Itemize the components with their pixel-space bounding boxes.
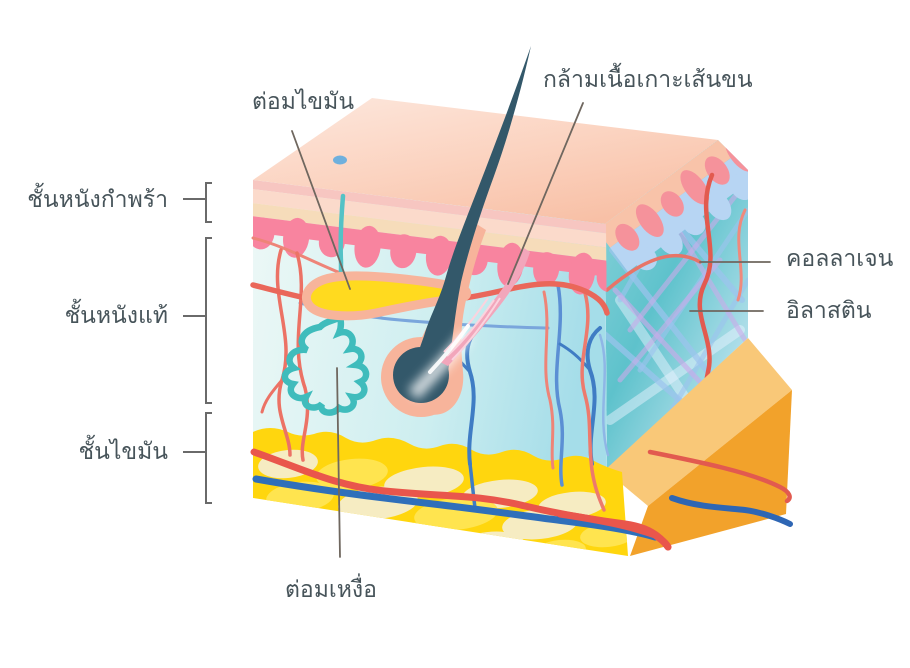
leader-sebaceous [291,130,351,290]
label-sweat-gland: ต่อมเหงื่อ [285,576,377,602]
label-fat-layer: ชั้นไขมัน [78,438,168,464]
label-sebaceous-gland: ต่อมไขมัน [251,88,355,114]
top-surface [253,98,718,224]
hair-shaft [415,46,531,374]
label-collagen: คอลลาเจน [786,245,894,271]
label-dermis: ชั้นหนังแท้ [64,302,168,328]
leader-lines [291,102,771,558]
leader-arrector [507,102,584,285]
sebaceous-gland-shape [301,271,472,321]
label-arrector-pili: กล้ามเนื้อเกาะเส้นขน [543,66,753,92]
epidermis-side-band [605,140,748,272]
dermis-side-face [605,140,748,470]
arrector-pili-muscle [408,248,530,400]
pore-dot [333,155,347,165]
sweat-gland-coil [281,304,370,416]
hair-bulb [393,347,449,403]
leader-sweat [336,367,341,558]
label-elastin: อิลาสติน [786,297,872,323]
layer-brackets [183,182,212,504]
label-epidermis: ชั้นหนังกำพร้า [27,186,168,212]
subcutaneous-fat-side [605,338,793,556]
